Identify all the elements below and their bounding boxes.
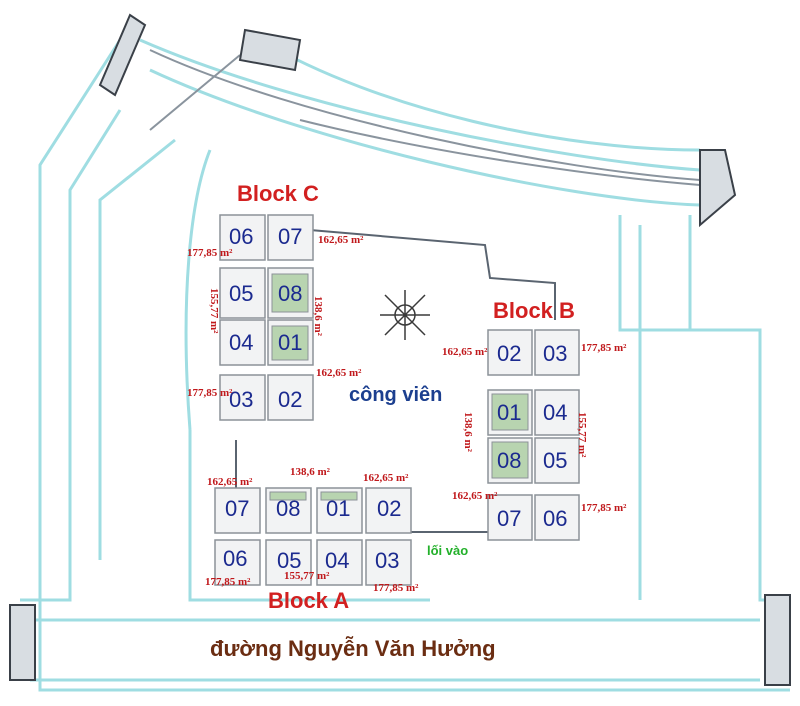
area-label: 162,65 m² — [207, 476, 253, 488]
area-label: 177,85 m² — [187, 247, 233, 259]
unit-c-05: 05 — [229, 281, 254, 306]
area-label: 138,6 m² — [290, 466, 330, 478]
area-label: 162,65 m² — [316, 367, 362, 379]
unit-b-04: 04 — [543, 400, 568, 425]
road-edges — [149, 49, 701, 186]
unit-c-06: 06 — [229, 224, 254, 249]
unit-b-06: 06 — [543, 506, 568, 531]
road-network — [20, 38, 790, 692]
unit-b-08: 08 — [497, 448, 522, 473]
block-c-label: Block C — [237, 181, 319, 206]
area-label: 155,77 m² — [576, 412, 588, 458]
unit-a-04: 04 — [325, 548, 350, 573]
unit-a-03: 03 — [375, 548, 400, 573]
block-b-label: Block B — [493, 298, 575, 323]
green-units — [269, 273, 529, 501]
unit-b-07: 07 — [497, 506, 522, 531]
site-boundary — [235, 229, 556, 533]
unit-a-07: 07 — [225, 496, 250, 521]
area-label: 177,85 m² — [205, 576, 251, 588]
area-label: 162,65 m² — [318, 234, 364, 246]
fountain-icon — [380, 290, 430, 340]
unit-b-03: 03 — [543, 341, 568, 366]
area-label: 177,85 m² — [581, 502, 627, 514]
unit-c-07: 07 — [278, 224, 303, 249]
area-label: 162,65 m² — [363, 472, 409, 484]
area-label: 162,65 m² — [452, 490, 498, 502]
entrance-label: lối vào — [427, 543, 469, 558]
unit-b-02: 02 — [497, 341, 522, 366]
unit-c-08: 08 — [278, 281, 303, 306]
block-a-label: Block A — [268, 588, 350, 613]
street-name-label: đường Nguyễn Văn Hưởng — [210, 636, 496, 661]
unit-c-04: 04 — [229, 330, 254, 355]
area-label: 162,65 m² — [442, 346, 488, 358]
road-end-markers — [9, 13, 791, 686]
unit-a-05: 05 — [277, 548, 302, 573]
unit-b-05: 05 — [543, 448, 568, 473]
area-label: 138,6 m² — [462, 412, 474, 452]
unit-a-01: 01 — [326, 496, 351, 521]
area-label: 155,77 m² — [284, 570, 330, 582]
unit-c-03: 03 — [229, 387, 254, 412]
unit-a-08: 08 — [276, 496, 301, 521]
unit-a-02: 02 — [377, 496, 402, 521]
area-label: 177,85 m² — [373, 582, 419, 594]
park-label: công viên — [349, 384, 443, 406]
area-label: 177,85 m² — [581, 342, 627, 354]
unit-c-02: 02 — [278, 387, 303, 412]
unit-a-06: 06 — [223, 546, 248, 571]
area-label: 138,6 m² — [312, 296, 324, 336]
unit-b-01: 01 — [497, 400, 522, 425]
area-label: 155,77 m² — [208, 288, 220, 334]
unit-c-01: 01 — [278, 330, 303, 355]
area-label: 177,85 m² — [187, 387, 233, 399]
